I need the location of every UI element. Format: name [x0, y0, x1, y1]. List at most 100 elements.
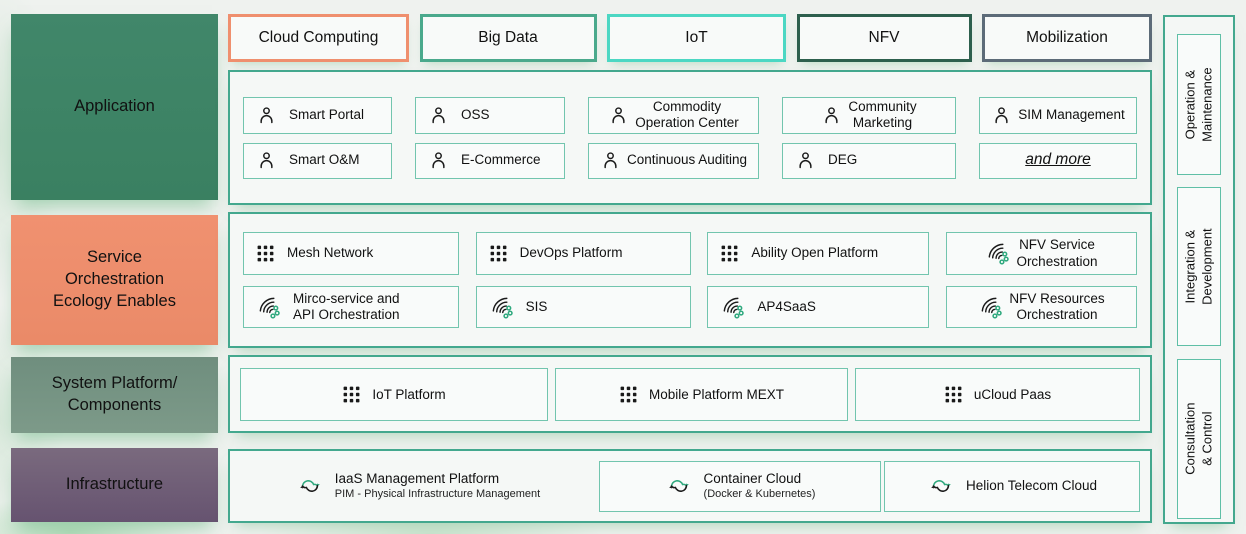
app-item-deg: DEG	[782, 142, 956, 179]
orchestration-icon	[256, 295, 281, 320]
grid-icon	[489, 244, 508, 263]
right-tab-operation-maintenance: Operation & Maintenance	[1177, 34, 1221, 175]
svc-item-nfv-service-orchestration: NFV Service Orchestration	[945, 232, 1137, 275]
category-big-data: Big Data	[419, 14, 597, 62]
person-icon	[256, 150, 277, 171]
system-row: IoT Platform Mobile Platform MEXT uCloud…	[230, 367, 1150, 421]
cloud-sync-icon	[665, 475, 693, 497]
service-orchestration-section: Mesh Network DevOps Platform Ability Ope…	[228, 212, 1152, 348]
infra-item-iaas-management-platform: IaaS Management Platform PIM - Physical …	[240, 461, 596, 512]
application-section: Smart Portal OSS Commodity Operation Cen…	[228, 70, 1152, 205]
category-cloud-computing: Cloud Computing	[228, 14, 409, 62]
category-label: Big Data	[478, 29, 538, 46]
sys-item-label: uCloud Paas	[973, 386, 1052, 402]
app-item-sim-management: SIM Management	[979, 96, 1137, 134]
svc-item-ap4saas: AP4SaaS	[707, 286, 930, 328]
svc-item-ability-open-platform: Ability Open Platform	[707, 232, 930, 275]
svc-item-label: Ability Open Platform	[751, 245, 879, 261]
svc-item-label: NFV Resources Orchestration	[1009, 290, 1105, 322]
left-block-system-platform: System Platform/ Components	[11, 357, 218, 433]
app-item-and-more: and more	[979, 142, 1137, 179]
person-icon	[991, 105, 1012, 126]
svc-item-label: AP4SaaS	[757, 298, 816, 314]
person-icon	[428, 105, 449, 126]
service-row-1: Mesh Network DevOps Platform Ability Ope…	[230, 232, 1150, 275]
svc-item-label: Mesh Network	[287, 245, 374, 261]
service-row-2: Mirco-service and API Orchestration SIS …	[230, 286, 1150, 328]
svc-item-label: Mirco-service and API Orchestration	[293, 290, 400, 322]
infra-item-subtitle: (Docker & Kubernetes)	[703, 487, 816, 500]
infrastructure-row: IaaS Management Platform PIM - Physical …	[230, 460, 1150, 512]
app-item-smart-portal: Smart Portal	[243, 96, 392, 134]
right-tab-label: Operation & Maintenance	[1182, 67, 1215, 142]
infra-item-helion-telecom-cloud: Helion Telecom Cloud	[884, 460, 1140, 512]
grid-icon	[342, 385, 361, 404]
orchestration-icon	[489, 295, 514, 320]
app-item-smart-om: Smart O&M	[243, 142, 392, 179]
application-row-2: Smart O&M E-Commerce Continuous Auditing…	[230, 142, 1150, 179]
svc-item-mesh-network: Mesh Network	[243, 232, 459, 275]
left-block-label: Infrastructure	[65, 475, 164, 494]
svc-item-label: NFV Service Orchestration	[1016, 237, 1098, 269]
app-item-oss: OSS	[415, 96, 565, 134]
category-row: Cloud Computing Big Data IoT NFV Mobiliz…	[228, 14, 1152, 62]
left-block-label: Application	[74, 97, 155, 116]
person-icon	[428, 150, 449, 171]
left-block-label: System Platform/ Components	[51, 374, 178, 414]
right-tab-integration-development: Integration & Development	[1177, 187, 1221, 346]
left-block-infrastructure: Infrastructure	[11, 448, 218, 522]
svc-item-microservice-api-orchestration: Mirco-service and API Orchestration	[243, 286, 459, 328]
app-item-label: DEG	[828, 152, 858, 168]
orchestration-icon	[985, 241, 1010, 266]
sys-item-label: IoT Platform	[372, 386, 446, 402]
category-label: Cloud Computing	[258, 29, 379, 46]
left-block-application: Application	[11, 14, 218, 200]
svc-item-label: DevOps Platform	[519, 245, 623, 261]
right-tab-label: Integration & Development	[1182, 228, 1215, 305]
infrastructure-section: IaaS Management Platform PIM - Physical …	[228, 449, 1152, 523]
right-tab-consultation-control: Consultation & Control	[1177, 359, 1221, 519]
person-icon	[256, 105, 277, 126]
person-icon	[608, 105, 629, 126]
app-item-label: Commodity Operation Center	[635, 98, 739, 130]
app-item-label: E-Commerce	[461, 152, 541, 168]
svc-item-nfv-resources-orchestration: NFV Resources Orchestration	[945, 286, 1137, 328]
orchestration-icon	[978, 295, 1003, 320]
app-item-continuous-auditing: Continuous Auditing	[588, 142, 759, 179]
app-item-community-marketing: Community Marketing	[782, 96, 956, 134]
person-icon	[600, 150, 621, 171]
person-icon	[795, 150, 816, 171]
app-item-label: OSS	[461, 106, 490, 122]
app-item-e-commerce: E-Commerce	[415, 142, 565, 179]
grid-icon	[256, 244, 275, 263]
app-item-label: and more	[1025, 151, 1091, 169]
orchestration-icon	[720, 295, 745, 320]
infra-item-title: Helion Telecom Cloud	[965, 477, 1098, 493]
application-row-1: Smart Portal OSS Commodity Operation Cen…	[230, 96, 1150, 134]
sys-item-mobile-platform-mext: Mobile Platform MEXT	[555, 367, 848, 421]
infra-item-title: Container Cloud	[703, 470, 802, 486]
grid-icon	[619, 385, 638, 404]
grid-icon	[720, 244, 739, 263]
right-column: Operation & Maintenance Integration & De…	[1163, 15, 1235, 524]
grid-icon	[944, 385, 963, 404]
app-item-label: Smart Portal	[289, 106, 365, 122]
category-label: IoT	[685, 29, 708, 46]
right-tab-label: Consultation & Control	[1182, 402, 1214, 476]
infra-item-container-cloud: Container Cloud (Docker & Kubernetes)	[599, 460, 881, 512]
system-platform-section: IoT Platform Mobile Platform MEXT uCloud…	[228, 355, 1152, 433]
app-item-label: Smart O&M	[289, 152, 360, 168]
sys-item-ucloud-paas: uCloud Paas	[855, 367, 1140, 421]
person-icon	[821, 105, 842, 126]
svc-item-sis: SIS	[475, 286, 691, 328]
category-label: Mobilization	[1026, 29, 1108, 46]
sys-item-label: Mobile Platform MEXT	[648, 386, 785, 402]
svc-item-devops-platform: DevOps Platform	[475, 232, 691, 275]
app-item-commodity-operation-center: Commodity Operation Center	[588, 96, 759, 134]
infra-item-title: IaaS Management Platform	[334, 470, 500, 486]
app-item-label: Community Marketing	[848, 98, 917, 130]
cloud-sync-icon	[296, 475, 324, 497]
left-block-service-orchestration: Service Orchestration Ecology Enables	[11, 215, 218, 345]
category-nfv: NFV	[796, 14, 972, 62]
svc-item-label: SIS	[525, 298, 548, 314]
